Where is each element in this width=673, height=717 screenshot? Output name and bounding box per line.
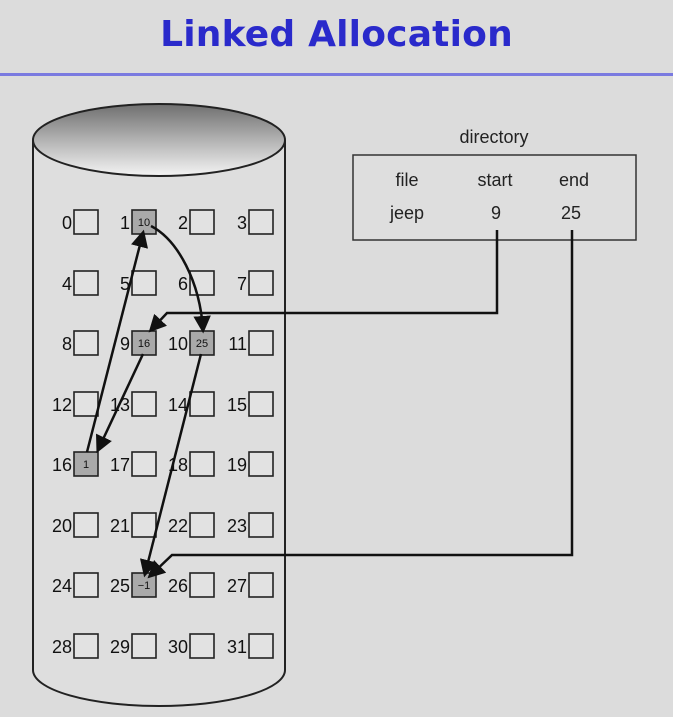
block-number-label: 25 (110, 576, 130, 596)
free-block (248, 209, 274, 235)
block-number-label: 6 (178, 274, 188, 294)
block-number-label: 15 (227, 395, 247, 415)
block-number-label: 14 (168, 395, 188, 415)
free-block (189, 209, 215, 235)
block-number-label: 19 (227, 455, 247, 475)
free-block (73, 512, 99, 538)
directory-entry-end: 25 (561, 203, 581, 223)
block-number-label: 22 (168, 516, 188, 536)
free-block (131, 270, 157, 296)
block-number-label: 26 (168, 576, 188, 596)
free-block (248, 330, 274, 356)
end-pointer-arrow (147, 230, 574, 579)
pointer-arrows (85, 224, 574, 579)
block-number-label: 27 (227, 576, 247, 596)
link-16-to-1-arrow (85, 229, 149, 453)
block-number-label: 20 (52, 516, 72, 536)
directory-header-end: end (559, 170, 589, 190)
free-block (189, 572, 215, 598)
block-number-label: 2 (178, 213, 188, 233)
block-number-label: 21 (110, 516, 130, 536)
free-block (248, 633, 274, 659)
free-block (73, 330, 99, 356)
directory-header-start: start (477, 170, 512, 190)
link-10-to-25-arrow (139, 353, 203, 578)
directory-entry-start: 9 (491, 203, 501, 223)
block-next-pointer: 1 (83, 459, 89, 471)
page-title: Linked Allocation (160, 14, 513, 55)
free-block (131, 391, 157, 417)
link-9-to-16-arrow (96, 353, 145, 454)
directory: directory file start end jeep 9 25 (352, 127, 637, 241)
free-block (131, 633, 157, 659)
free-block (73, 633, 99, 659)
allocated-block (73, 451, 99, 477)
free-block (73, 572, 99, 598)
free-block (189, 633, 215, 659)
block-number-label: 9 (120, 334, 130, 354)
free-block (248, 572, 274, 598)
block-number-label: 23 (227, 516, 247, 536)
directory-table (352, 154, 637, 241)
free-block (73, 270, 99, 296)
block-number-label: 4 (62, 274, 72, 294)
disk-top (32, 103, 286, 177)
block-number-label: 10 (168, 334, 188, 354)
free-block (131, 512, 157, 538)
free-block (189, 451, 215, 477)
directory-header-file: file (395, 170, 418, 190)
start-pointer-arrow (148, 230, 499, 333)
block-next-pointer: 10 (138, 217, 150, 229)
directory-title: directory (459, 127, 528, 147)
free-block (73, 209, 99, 235)
block-number-label: 31 (227, 637, 247, 657)
block-number-label: 7 (237, 274, 247, 294)
free-block (248, 512, 274, 538)
block-number-label: 12 (52, 395, 72, 415)
free-block (189, 512, 215, 538)
block-number-label: 3 (237, 213, 247, 233)
directory-entry-file: jeep (389, 203, 424, 223)
block-number-label: 5 (120, 274, 130, 294)
free-block (131, 451, 157, 477)
block-next-pointer: 25 (196, 338, 208, 350)
free-block (248, 451, 274, 477)
allocated-block (131, 330, 157, 356)
block-number-label: 28 (52, 637, 72, 657)
block-number-label: 17 (110, 455, 130, 475)
block-next-pointer: −1 (138, 580, 151, 592)
block-number-label: 0 (62, 213, 72, 233)
block-number-label: 1 (120, 213, 130, 233)
block-number-label: 11 (228, 334, 247, 354)
block-next-pointer: 16 (138, 338, 150, 350)
block-number-label: 16 (52, 455, 72, 475)
free-block (248, 270, 274, 296)
free-block (189, 391, 215, 417)
link-1-to-10-arrow (150, 224, 211, 334)
free-block (73, 391, 99, 417)
free-block (248, 391, 274, 417)
title-divider (0, 73, 673, 76)
block-number-label: 29 (110, 637, 130, 657)
block-number-label: 24 (52, 576, 72, 596)
block-number-label: 8 (62, 334, 72, 354)
block-number-label: 30 (168, 637, 188, 657)
